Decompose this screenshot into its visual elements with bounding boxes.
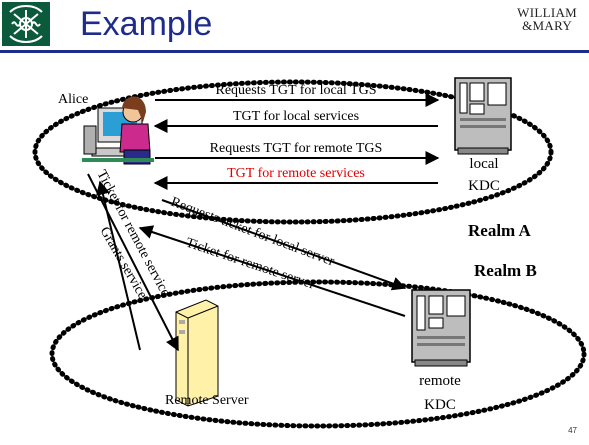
msg-tgt-local: TGT for local services	[233, 109, 359, 124]
remote-server-tower-icon	[175, 299, 219, 407]
title-rule	[0, 50, 589, 53]
local-kdc-server-icon	[454, 77, 512, 155]
msg-req-tgt-remote: Requests TGT for remote TGS	[210, 141, 383, 156]
local-kdc-label-line1: local	[469, 156, 498, 172]
remote-server-label: Remote Server	[165, 393, 249, 408]
remote-kdc-label-line1: remote	[419, 373, 461, 389]
arrow-grants-service	[96, 180, 141, 351]
alice-user-icon	[82, 96, 154, 165]
alice-label: Alice	[58, 92, 88, 107]
realm-b-label: Realm B	[474, 261, 537, 280]
realm-b-boundary	[49, 279, 587, 429]
remote-kdc-server-icon	[411, 289, 471, 367]
page-number: 47	[568, 426, 577, 435]
brand-line-1: WILLIAM	[517, 5, 577, 20]
cypher-logo	[2, 2, 50, 46]
brand-logo: WILLIAM &MARY	[517, 6, 577, 32]
brand-line-2: &MARY	[522, 18, 573, 33]
slide-header: Example WILLIAM &MARY	[0, 0, 589, 53]
arrow-ticket-remote	[138, 225, 406, 317]
arrow-req-ticket-local	[161, 199, 407, 291]
realm-a-label: Realm A	[468, 221, 532, 240]
arrow-ticket-for-remote-service	[87, 173, 179, 352]
slide-title: Example	[80, 5, 213, 43]
cypher-logo-icon	[2, 2, 50, 46]
local-kdc-label-line2: KDC	[468, 178, 500, 194]
remote-kdc-label-line2: KDC	[424, 397, 456, 413]
realm-a-boundary	[32, 79, 554, 225]
msg-req-tgt-local: Requests TGT for local TGS	[216, 83, 377, 98]
msg-tgt-remote: TGT for remote services	[227, 166, 365, 181]
